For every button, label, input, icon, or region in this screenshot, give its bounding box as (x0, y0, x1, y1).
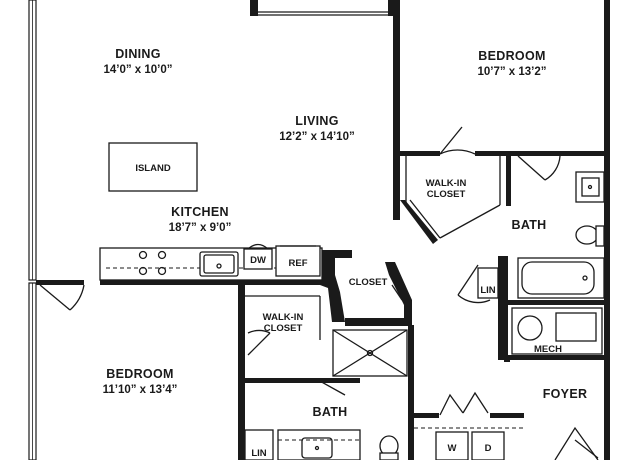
top-window (250, 0, 396, 16)
bedroom-2-dims: 11’10” x 13’4” (103, 384, 178, 396)
kitchen-island: ISLAND (108, 142, 198, 192)
bath-2-shower (332, 329, 408, 377)
dryer (471, 431, 505, 460)
walk-in-closet-2-label-bottom: CLOSET (264, 323, 303, 334)
bedroom-2-name: BEDROOM (106, 367, 173, 381)
dishwasher (243, 248, 273, 270)
mech-label: MECH (534, 344, 562, 355)
washer (435, 431, 469, 460)
dryer-label: D (485, 443, 492, 454)
bedroom-1-dims: 10’7” x 13’2” (477, 66, 546, 78)
room-labels: DINING 14’0” x 10’0” LIVING 12’2” x 14’1… (103, 47, 588, 419)
bath-1-fixtures: LIN (477, 171, 605, 299)
foyer-name: FOYER (543, 387, 588, 401)
bath-2-fixtures: LIN (244, 429, 399, 460)
bedroom-1-name: BEDROOM (478, 49, 545, 63)
cooktop (138, 250, 167, 276)
dishwasher-label: DW (250, 255, 266, 266)
bath-1-name: BATH (512, 218, 547, 232)
kitchen-sink (199, 251, 239, 277)
closet-label: CLOSET (349, 277, 388, 288)
kitchen-dims: 18’7” x 9’0” (169, 222, 232, 234)
interior-walls (36, 0, 610, 460)
walk-in-closet-1-label-top: WALK-IN (426, 178, 467, 189)
kitchen-counter: DW REF (99, 243, 323, 281)
refrigerator-label: REF (289, 258, 308, 269)
linen-1-label: LIN (480, 285, 495, 296)
island-label: ISLAND (135, 163, 171, 174)
dining-name: DINING (115, 47, 161, 61)
walk-in-closet-1-label-bottom: CLOSET (427, 189, 466, 200)
mech-room: MECH (511, 307, 603, 355)
washer-label: W (448, 443, 457, 454)
bath-1-toilet (575, 225, 599, 245)
doors (39, 126, 599, 460)
left-window-wall (28, 0, 37, 460)
kitchen-name: KITCHEN (171, 205, 229, 219)
linen-2-label: LIN (251, 448, 266, 459)
washer-dryer: W D (414, 427, 524, 460)
closet-small: CLOSET (349, 277, 388, 288)
walk-in-closet-1: WALK-IN CLOSET (405, 156, 501, 239)
bath-1-vanity (575, 171, 605, 203)
walk-in-closet-2-label-top: WALK-IN (263, 312, 304, 323)
bath-2-name: BATH (313, 405, 348, 419)
bath-1-tub (517, 257, 605, 299)
living-dims: 12’2” x 14’10” (279, 131, 354, 143)
living-name: LIVING (295, 114, 338, 128)
dining-dims: 14’0” x 10’0” (103, 64, 172, 76)
walk-in-closet-2: WALK-IN CLOSET (245, 295, 321, 340)
